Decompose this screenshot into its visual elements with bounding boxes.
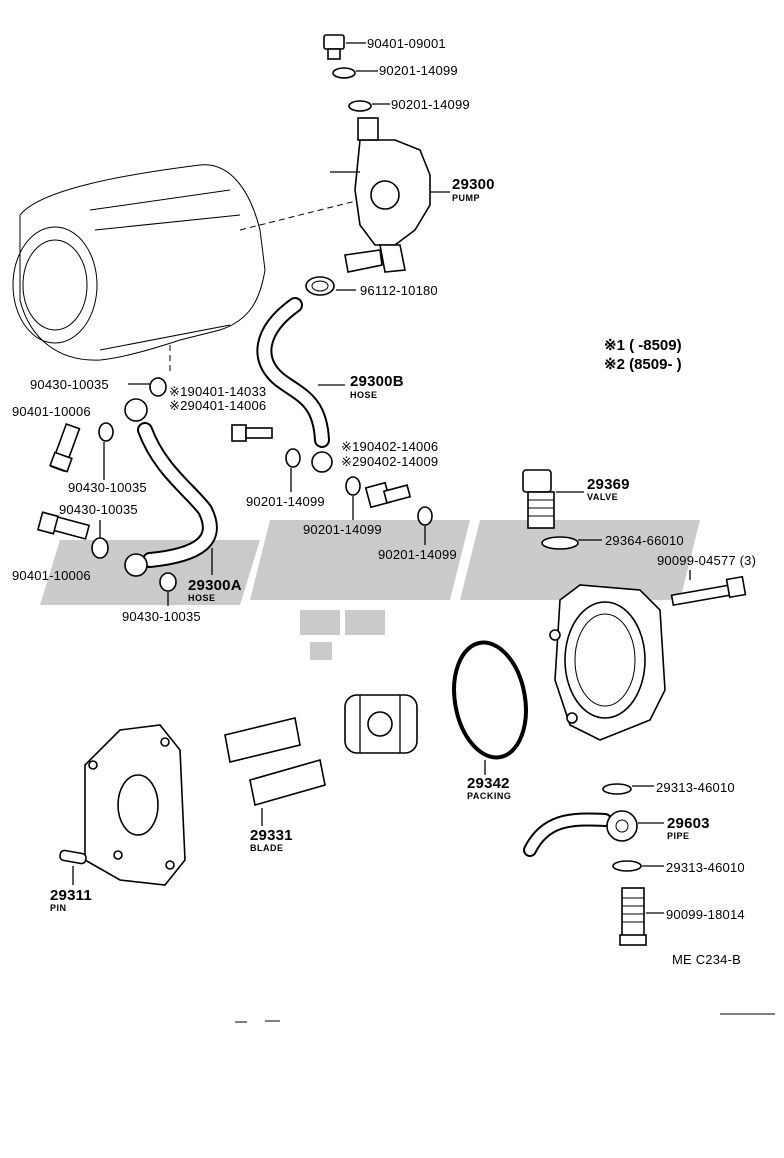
bolt-90401-09001 — [323, 34, 366, 60]
gasket-valve — [541, 536, 602, 550]
washer-a1 — [128, 377, 167, 397]
union-bolt — [619, 887, 664, 946]
label-union-bolt: 90099-18014 — [666, 907, 745, 922]
washer-top-2 — [348, 100, 390, 112]
label-bolt-a2: 90401-10006 — [12, 568, 91, 583]
pin-29311 — [59, 849, 87, 885]
washer-b1 — [285, 448, 301, 492]
bolt-a2 — [36, 511, 91, 540]
label-hosea-no: 29300A — [188, 577, 242, 594]
label-washer-b1: 90201-14099 — [246, 494, 325, 509]
rear-plate — [84, 724, 186, 886]
label-pump-name: PUMP — [452, 193, 481, 203]
washer-top-1 — [332, 67, 378, 79]
bolt-housing — [670, 570, 747, 607]
label-bolt-a1: 90401-10006 — [12, 404, 91, 419]
pump-housing — [549, 584, 666, 741]
label-gasket-pipe2: 29313-46010 — [666, 860, 745, 875]
label-hosea-name: HOSE — [188, 593, 216, 603]
label-pipe-no: 29603 — [667, 815, 710, 832]
washer-a3 — [91, 520, 109, 559]
label-blade-name: BLADE — [250, 843, 284, 853]
label-pin-no: 29311 — [50, 887, 92, 904]
scan-marks — [235, 1013, 775, 1023]
washer-b2 — [345, 476, 361, 520]
clamp-96112 — [305, 276, 356, 296]
blade-29331 — [224, 717, 326, 826]
label-hoseb-no: 29300B — [350, 373, 404, 390]
label-bolt-alt4: ※290402-14009 — [341, 454, 439, 469]
watermark-logo — [40, 520, 700, 660]
label-pin-name: PIN — [50, 903, 67, 913]
label-clamp: 96112-10180 — [360, 283, 438, 298]
rotor — [344, 694, 418, 754]
label-hoseb-name: HOSE — [350, 390, 378, 400]
label-pump-no: 29300 — [452, 176, 495, 193]
label-gasket-pipe1: 29313-46010 — [656, 780, 735, 795]
diagram-code: ME C234-B — [672, 952, 741, 967]
hose-29300a — [124, 422, 218, 577]
label-bolt-alt1: ※190401-14033 — [169, 384, 267, 399]
label-washer-a3: 90430-10035 — [59, 502, 138, 517]
label-valve-name: VALVE — [587, 492, 619, 502]
label-washer-top1: 90201-14099 — [379, 63, 458, 78]
label-packing-no: 29342 — [467, 775, 510, 792]
label-packing-name: PACKING — [467, 791, 512, 801]
label-blade-no: 29331 — [250, 827, 293, 844]
label-valve-no: 29369 — [587, 476, 630, 493]
alternator-outline — [12, 164, 361, 375]
gasket-pipe-2 — [612, 860, 664, 872]
bolt-middle-upper — [231, 424, 273, 442]
gasket-pipe-1 — [602, 783, 654, 795]
label-washer-b2: 90201-14099 — [303, 522, 382, 537]
hose-29300b — [256, 297, 345, 473]
washer-a4 — [159, 572, 177, 606]
washer-a2 — [98, 422, 114, 480]
label-washer-a2: 90430-10035 — [68, 480, 147, 495]
washer-b3 — [417, 506, 433, 545]
valve-29369 — [522, 469, 584, 529]
label-bolt-top: 90401-09001 — [367, 36, 446, 51]
label-washer-b3: 90201-14099 — [378, 547, 457, 562]
note-2: ※2 (8509- ) — [604, 356, 682, 373]
label-bolt-housing: 90099-04577 (3) — [657, 553, 757, 568]
banjo-fitting-upper — [124, 398, 148, 422]
pipe-29603 — [523, 810, 664, 857]
label-pipe-name: PIPE — [667, 831, 690, 841]
label-bolt-alt2: ※290401-14006 — [169, 398, 267, 413]
note-1: ※1 ( -8509) — [604, 337, 682, 354]
label-washer-top2: 90201-14099 — [391, 97, 470, 112]
bolt-middle-lower — [364, 481, 412, 509]
packing-29342 — [452, 640, 528, 775]
label-washer-a1: 90430-10035 — [30, 377, 109, 392]
label-gasket-valve: 29364-66010 — [605, 533, 684, 548]
pump-29300 — [330, 117, 450, 273]
label-washer-a4: 90430-10035 — [122, 609, 201, 624]
label-bolt-alt3: ※190402-14006 — [341, 439, 439, 454]
bolt-a1 — [49, 422, 81, 473]
